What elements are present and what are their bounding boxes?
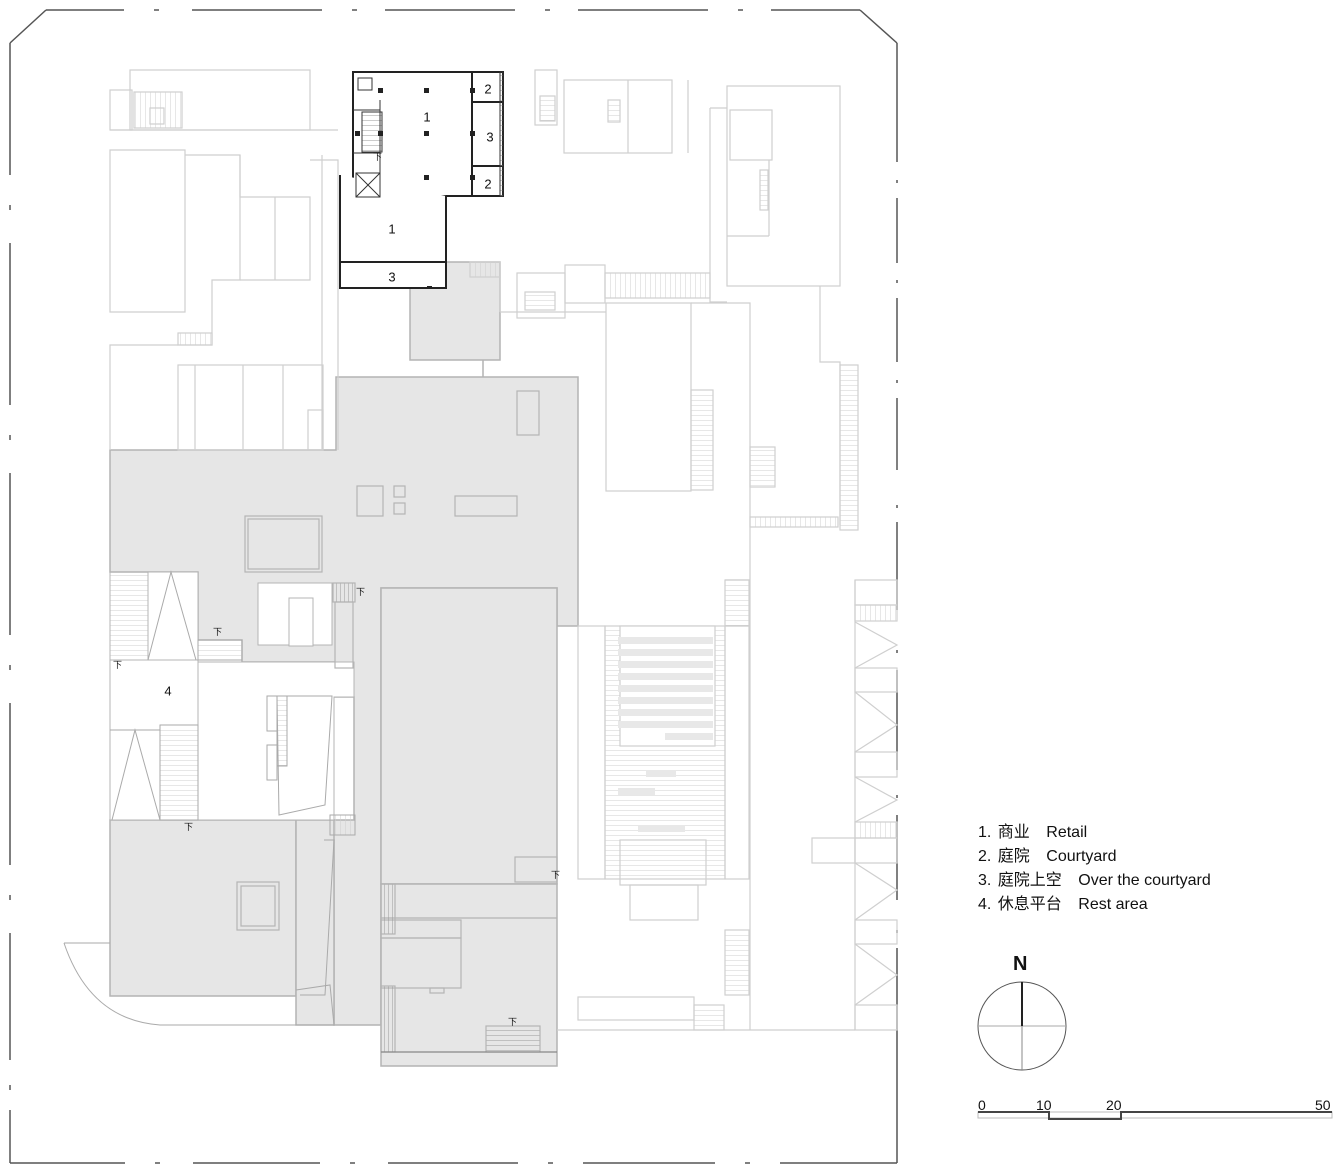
north-arrow-icon [977, 981, 1067, 1071]
room-labels: 1 2 3 2 1 3 4 [164, 81, 493, 698]
room-label-r3b: 3 [388, 269, 395, 284]
north-label: N [1013, 953, 1028, 975]
scale-bar [977, 1111, 1333, 1120]
svg-text:下: 下 [184, 823, 193, 833]
scale-tick-50: 50 [1315, 1097, 1331, 1113]
room-label-r3a: 3 [486, 129, 493, 144]
scale-tick-0: 0 [978, 1097, 986, 1113]
room-label-r1b: 1 [388, 221, 395, 236]
room-label-r2b: 2 [484, 176, 491, 191]
svg-text:下: 下 [356, 588, 365, 598]
svg-text:下: 下 [508, 1018, 517, 1028]
room-label-r2a: 2 [484, 81, 491, 96]
highlighted-retail-building [339, 71, 504, 289]
svg-text:下: 下 [373, 153, 382, 163]
legend-item-rest-area: 4. 休息平台 Rest area [978, 896, 1148, 913]
amphitheater-seating [618, 637, 713, 832]
legend: 1. 商业 Retail 2. 庭院 Courtyard 3. 庭院上空 Ove… [978, 821, 1211, 917]
legend-item-courtyard: 2. 庭院 Courtyard [978, 848, 1117, 865]
svg-text:下: 下 [551, 871, 560, 881]
stair-down-markers: 下 下 下 下 下 下 下 [113, 153, 560, 1028]
scale-tick-10: 10 [1036, 1097, 1052, 1113]
gray-details [236, 390, 558, 1053]
svg-text:下: 下 [213, 628, 222, 638]
room-label-r1a: 1 [423, 109, 430, 124]
legend-item-over-courtyard: 3. 庭院上空 Over the courtyard [978, 872, 1211, 889]
scale-tick-20: 20 [1106, 1097, 1122, 1113]
retail-building-details [353, 71, 504, 198]
retail-columns [355, 88, 475, 289]
site-boundary [9, 9, 898, 1164]
rest-area-stairs [63, 570, 356, 1026]
context-buildings [109, 69, 899, 1031]
room-label-r4: 4 [164, 683, 171, 698]
svg-text:下: 下 [113, 661, 122, 671]
legend-item-retail: 1. 商业 Retail [978, 824, 1088, 841]
